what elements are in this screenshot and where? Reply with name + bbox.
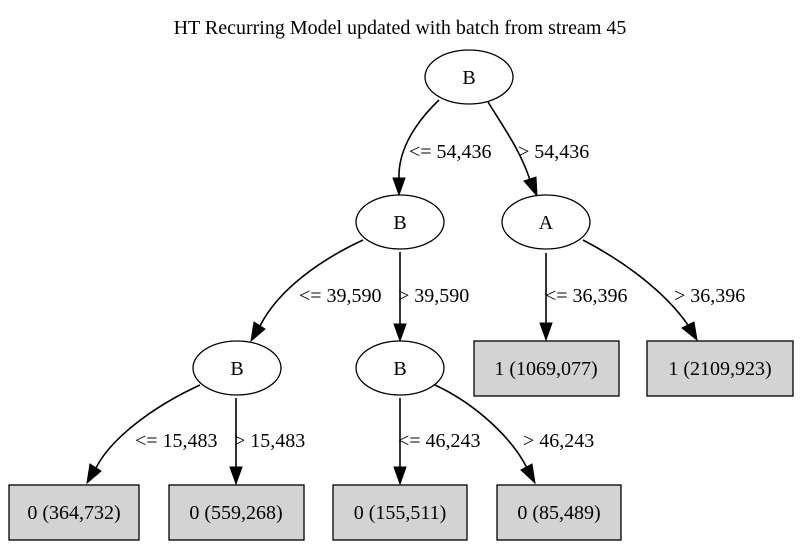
node-ellipse [424,49,514,105]
edge-root-left [398,99,440,179]
leaf-label: 1 (2109,923) [668,358,771,380]
edge-right-leaf-le-arrowhead [539,322,553,342]
tree-node-left-left: B [192,340,282,396]
node-label-left: B [393,212,406,234]
edge-label-left-le: <= 39,590 [299,285,382,307]
diagram-title: HT Recurring Model updated with batch fr… [174,17,627,39]
edge-label-lr-gt: > 46,243 [523,430,594,452]
edge-label-lr-le: <= 46,243 [398,430,481,452]
edge-ll-leaf-le-arrowhead [86,463,102,485]
node-label-right: A [539,212,554,234]
leaf-box [8,484,140,541]
tree-node-right: A [501,194,591,250]
leaf-box [168,484,305,541]
tree-node-left: B [355,194,445,250]
edge-right-leaf-gt-arrowhead [681,321,698,342]
edge-root-left-arrowhead [392,177,406,197]
leaf-label: 0 (364,732) [27,502,120,524]
leaf-box [496,484,622,541]
leaf-label: 0 (155,511) [354,502,447,524]
edge-label-left-gt: > 39,590 [398,285,469,307]
leaf-box [473,340,620,397]
edge-root-right [487,101,531,181]
leaf-ll-gt: 0 (559,268) [168,484,305,541]
edge-label-root-le: <= 54,436 [409,141,492,163]
edge-root-right-arrowhead [523,176,538,198]
edge-ll-leaf-le [95,384,201,469]
edge-left-leftleft [259,239,364,327]
edge-left-leftright-arrowhead [393,323,407,343]
node-ellipse [501,194,591,250]
leaf-label: 0 (85,489) [517,502,600,524]
node-ellipse [355,340,445,396]
node-label-root: B [462,67,475,89]
edge-lr-leaf-le-arrowhead [393,466,407,486]
tree-node-root: B [424,49,514,105]
leaf-box [332,484,468,541]
leaf-label: 1 (1069,077) [494,358,597,380]
edge-label-right-le: <= 36,396 [545,285,628,307]
edges [86,99,698,486]
edge-label-root-gt: > 54,436 [518,141,589,163]
leaf-box [646,340,794,397]
node-ellipse [355,194,445,250]
leaf-lr-gt: 0 (85,489) [496,484,622,541]
leaf-label: 0 (559,268) [189,502,282,524]
node-label-left-right: B [393,358,406,380]
edge-right-leaf-gt [582,239,689,326]
edge-labels: <= 54,436 > 54,436 <= 39,590 > 39,590 <=… [135,141,745,452]
edge-label-right-gt: > 36,396 [674,285,745,307]
tree-node-left-right: B [355,340,445,396]
edge-ll-leaf-gt-arrowhead [229,466,243,486]
node-ellipse [192,340,282,396]
edge-label-ll-gt: > 15,483 [234,430,305,452]
edge-lr-leaf-gt [434,384,528,469]
node-label-left-left: B [230,358,243,380]
edge-left-leftleft-arrowhead [250,321,266,343]
edge-label-ll-le: <= 15,483 [135,430,218,452]
leaf-ll-le: 0 (364,732) [8,484,140,541]
edge-lr-leaf-gt-arrowhead [520,463,536,485]
leaf-right-le: 1 (1069,077) [473,340,620,397]
leaf-lr-le: 0 (155,511) [332,484,468,541]
leaf-right-gt: 1 (2109,923) [646,340,794,397]
